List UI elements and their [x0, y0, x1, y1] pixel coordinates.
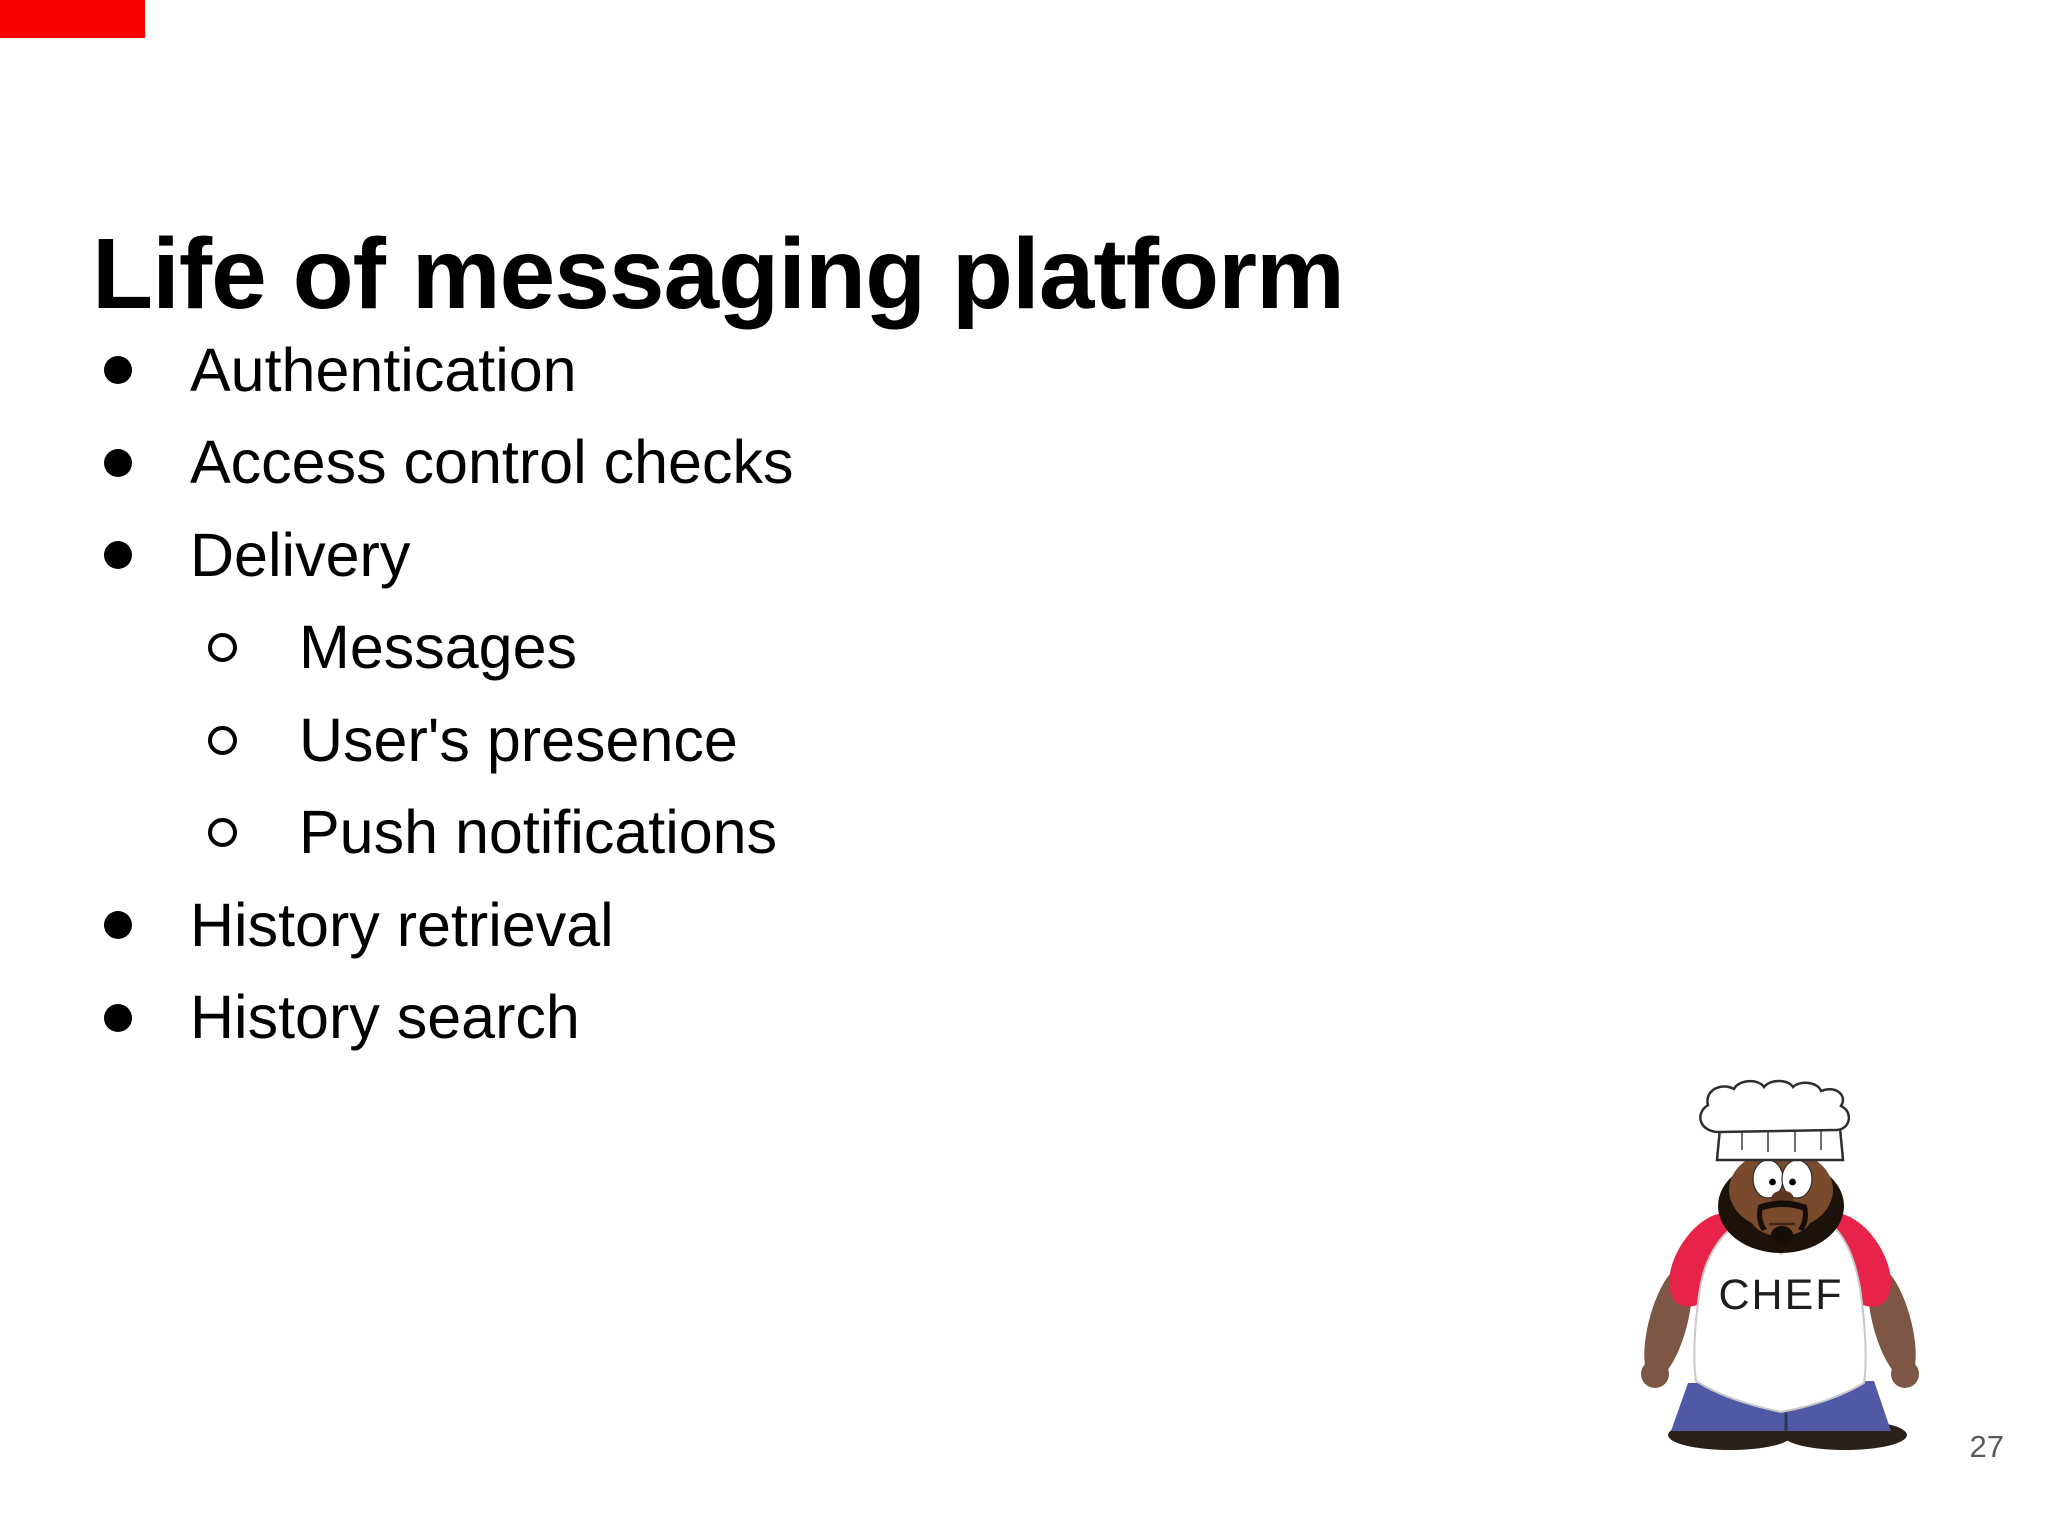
list-sub-item: User's presence	[0, 694, 1400, 787]
list-sub-item: Messages	[0, 602, 1400, 695]
list-item: History retrieval	[0, 879, 1400, 972]
page-title: Life of messaging platform	[92, 218, 1345, 330]
bullet-circle-icon	[208, 633, 237, 663]
bullet-circle-icon	[208, 725, 237, 755]
chef-apron: CHEF	[1693, 1217, 1867, 1414]
list-item-label: History search	[190, 983, 580, 1052]
progress-bar	[0, 0, 145, 38]
chef-hat	[1699, 1079, 1851, 1162]
list-item-label: Delivery	[190, 520, 411, 589]
bullet-dot-icon	[104, 911, 132, 940]
list-item-label: Authentication	[190, 335, 577, 404]
page-number: 27	[1969, 1429, 2004, 1464]
list-item-label: User's presence	[299, 705, 738, 774]
list-item: Access control checks	[0, 417, 1400, 510]
bullet-dot-icon	[104, 448, 132, 477]
list-item: Authentication	[0, 324, 1400, 417]
chef-head	[1718, 1150, 1844, 1253]
chef-illustration: CHEF	[1641, 1079, 1919, 1450]
bullet-list: Authentication Access control checks Del…	[0, 324, 1400, 1064]
list-item: History search	[0, 972, 1400, 1065]
list-item-label: Access control checks	[190, 428, 794, 497]
bullet-dot-icon	[104, 1003, 132, 1032]
list-sub-item: Push notifications	[0, 787, 1400, 880]
list-item-label: History retrieval	[190, 890, 614, 959]
list-item-label: Push notifications	[299, 798, 778, 867]
bullet-dot-icon	[104, 356, 132, 385]
bullet-dot-icon	[104, 541, 132, 570]
list-item-label: Messages	[299, 613, 578, 682]
list-item: Delivery	[0, 509, 1400, 602]
bullet-circle-icon	[208, 818, 237, 848]
apron-label: CHEF	[1718, 1271, 1843, 1319]
